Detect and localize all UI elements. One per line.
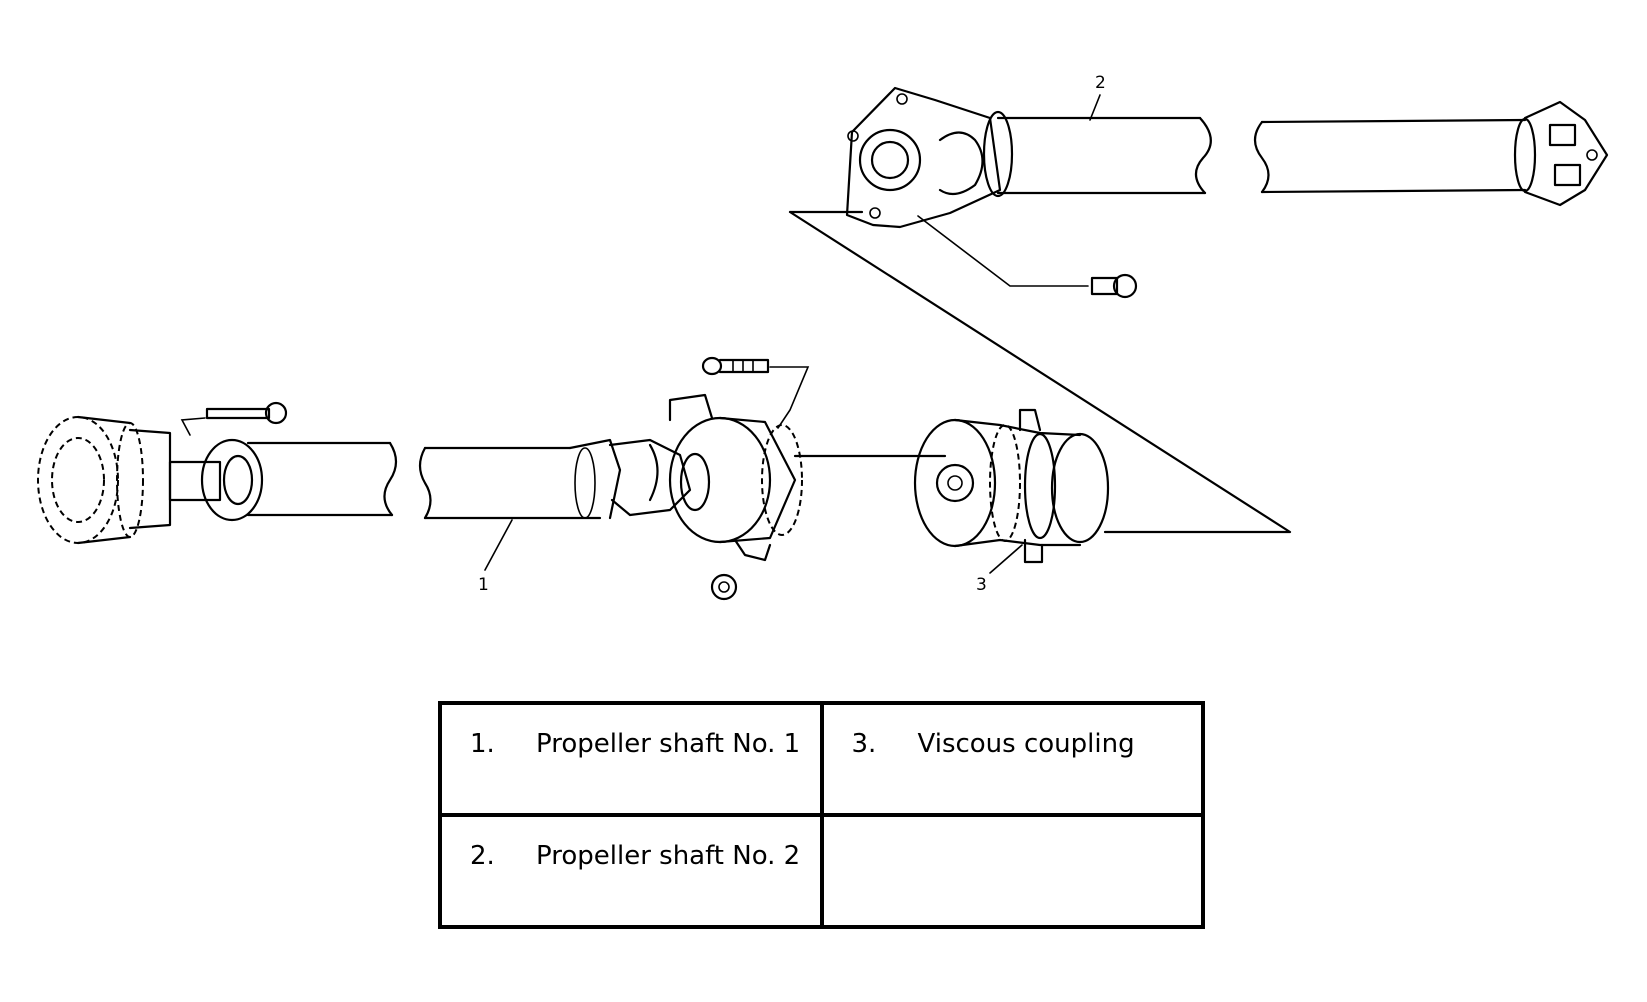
legend-cell-empty: [819, 813, 1205, 929]
legend-label: Viscous coupling: [917, 729, 1135, 759]
viscous-coupling: [913, 408, 1110, 574]
legend-number: 2.: [470, 841, 495, 871]
propeller-shaft-diagram: 2 1 3: [37, 73, 1609, 601]
bolt-icon: [917, 215, 1138, 299]
parts-legend-table: 1. Propeller shaft No. 1 3. Viscous coup…: [438, 701, 1205, 929]
propeller-shaft-2: [845, 86, 1609, 229]
legend-number: 3.: [851, 729, 877, 759]
callout-1: 1: [478, 575, 489, 595]
legend-cell: 2. Propeller shaft No. 2: [438, 813, 824, 929]
legend-row: 2. Propeller shaft No. 2: [438, 813, 1205, 929]
legend-cell: 3. Viscous coupling: [819, 701, 1205, 817]
front-bolt-icon: [180, 401, 288, 436]
legend-label: Propeller shaft No. 1: [536, 729, 801, 759]
callout-2: 2: [1095, 73, 1106, 93]
assembly-guide-line: [788, 210, 1292, 534]
propeller-shaft-1: [37, 356, 947, 601]
legend-number: 1.: [470, 729, 495, 759]
callout-3: 3: [976, 575, 987, 595]
legend-cell: 1. Propeller shaft No. 1: [438, 701, 824, 817]
legend-row: 1. Propeller shaft No. 1 3. Viscous coup…: [438, 701, 1205, 817]
legend-label: Propeller shaft No. 2: [536, 841, 801, 871]
